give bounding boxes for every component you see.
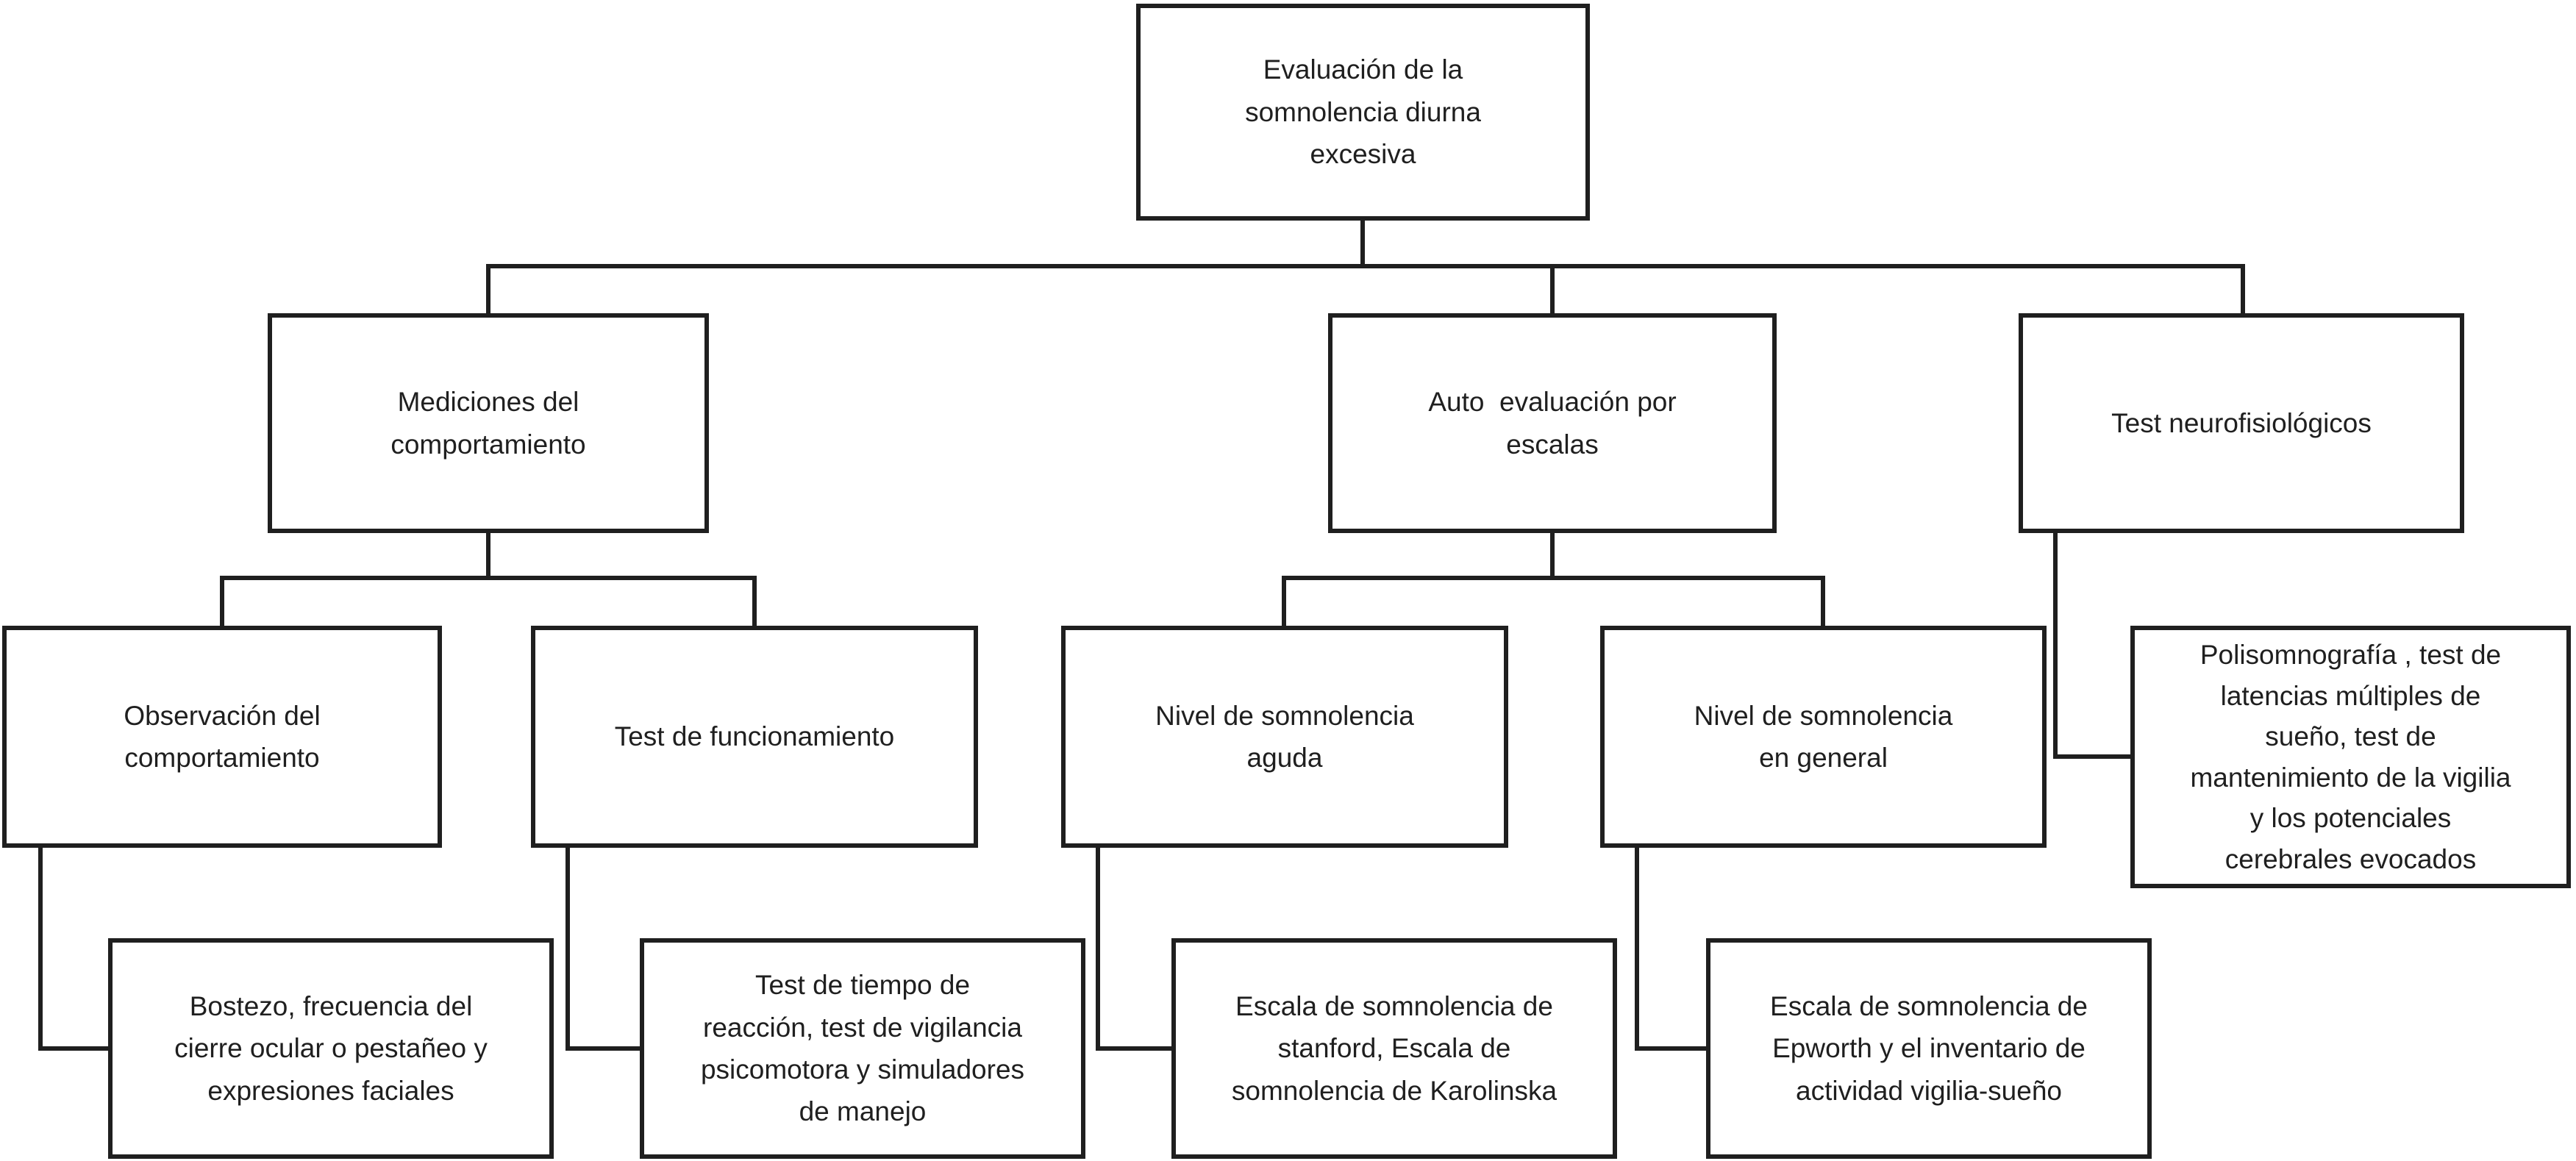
node-escala-stanford-karolinska: Escala de somnolencia de stanford, Escal… <box>1171 938 1617 1159</box>
node-test-tiempo-reaccion: Test de tiempo de reacción, test de vigi… <box>640 938 1085 1159</box>
node-test-funcionamiento: Test de funcionamiento <box>531 626 978 848</box>
connector-autoevaluacion-to-children <box>1282 531 1825 629</box>
node-mediciones-comportamiento: Mediciones del comportamiento <box>268 313 709 533</box>
connector-elbows <box>38 531 2133 1051</box>
node-evaluacion-somnolencia: Evaluación de la somnolencia diurna exce… <box>1136 4 1590 221</box>
connector-mediciones-to-children <box>220 531 757 629</box>
node-somnolencia-aguda: Nivel de somnolencia aguda <box>1061 626 1508 848</box>
node-polisomnografia-tests: Polisomnografía , test de latencias múlt… <box>2130 626 2571 888</box>
connector-root-to-branches <box>486 216 2245 316</box>
node-bostezo-expresiones: Bostezo, frecuencia del cierre ocular o … <box>108 938 554 1159</box>
node-auto-evaluacion-escalas: Auto evaluación por escalas <box>1328 313 1777 533</box>
node-escala-epworth: Escala de somnolencia de Epworth y el in… <box>1706 938 2152 1159</box>
node-observacion-comportamiento: Observación del comportamiento <box>2 626 442 848</box>
node-somnolencia-general: Nivel de somnolencia en general <box>1600 626 2047 848</box>
node-test-neurofisiologicos: Test neurofisiológicos <box>2019 313 2464 533</box>
